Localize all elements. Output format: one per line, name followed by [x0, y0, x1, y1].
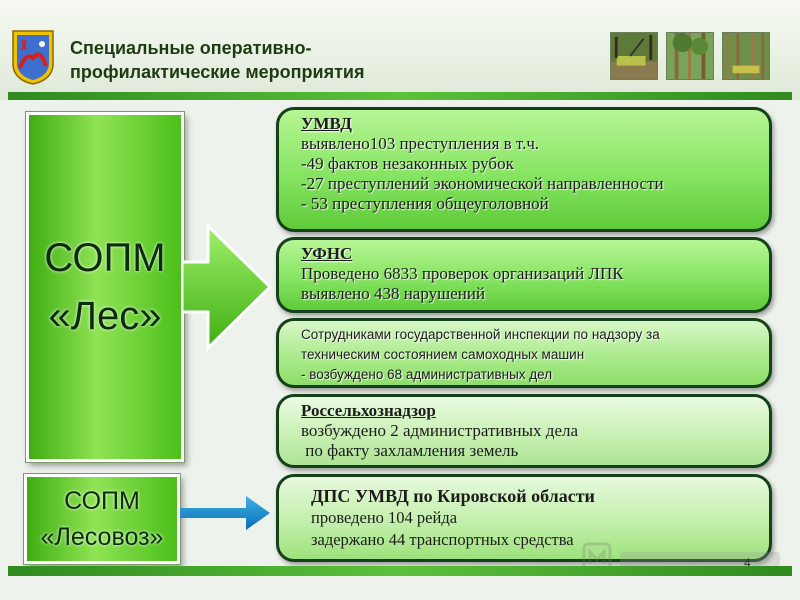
- dps-line-1: проведено 104 рейда: [311, 508, 458, 527]
- header: Специальные оперативно- профилактические…: [0, 0, 800, 100]
- rosselkhoznadzor-box: Россельхознадзор возбуждено 2 администра…: [276, 394, 772, 468]
- ufns-line-2: выявлено 438 нарушений: [301, 284, 486, 303]
- arrow-right-icon: [182, 222, 273, 352]
- umvd-line-4: - 53 преступления общеуголовной: [301, 194, 549, 213]
- dps-line-2: задержано 44 транспортных средства: [311, 530, 574, 549]
- sopm-les-box: СОПМ «Лес»: [26, 112, 184, 462]
- umvd-line-3: -27 преступлений экономической направлен…: [301, 174, 664, 193]
- watermark-icon: [582, 542, 780, 572]
- gtn-box: Сотрудниками государственной инспекции п…: [276, 318, 772, 388]
- sopm-lesovoz-box: СОПМ «Лесовоз»: [24, 474, 180, 564]
- title-line-1: Специальные оперативно-: [70, 38, 312, 58]
- footer-divider: [8, 566, 792, 576]
- forest-photo: [666, 32, 714, 80]
- ufns-line-1: Проведено 6833 проверок организаций ЛПК: [301, 264, 624, 283]
- sopm-lesovoz-line-1: СОПМ: [64, 487, 140, 515]
- forest-machine-photo: [610, 32, 658, 80]
- umvd-line-2: -49 фактов незаконных рубок: [301, 154, 514, 173]
- sopm-lesovoz-line-2: «Лесовоз»: [40, 523, 164, 551]
- coat-of-arms-icon: [12, 30, 54, 85]
- header-divider: [8, 92, 792, 100]
- sopm-les-line-1: СОПМ: [44, 236, 166, 280]
- arrow-right-small-icon: [180, 496, 270, 530]
- umvd-line-1: выявлено103 преступления в т.ч.: [301, 134, 540, 153]
- page-number: 4: [744, 556, 751, 570]
- ufns-box: УФНС Проведено 6833 проверок организаций…: [276, 237, 772, 313]
- umvd-heading: УМВД: [301, 114, 352, 133]
- dps-box: ДПС УМВД по Кировской области проведено …: [276, 474, 772, 562]
- gtn-line-2: техническим состоянием самоходных машин: [301, 347, 585, 362]
- gtn-line-3: - возбуждено 68 административных дел: [301, 367, 553, 382]
- logging-photo: [722, 32, 770, 80]
- title-line-2: профилактические мероприятия: [70, 62, 365, 82]
- ufns-heading: УФНС: [301, 244, 353, 263]
- dps-heading: ДПС УМВД по Кировской области: [311, 486, 595, 506]
- page-title: Специальные оперативно- профилактические…: [70, 36, 530, 84]
- rsn-heading: Россельхознадзор: [301, 401, 436, 420]
- footer-strip: [0, 576, 800, 600]
- umvd-box: УМВД выявлено103 преступления в т.ч. -49…: [276, 107, 772, 232]
- sopm-les-line-2: «Лес»: [48, 294, 162, 338]
- rsn-line-2: по факту захламления земель: [301, 441, 519, 460]
- rsn-line-1: возбуждено 2 административных дела: [301, 421, 579, 440]
- gtn-line-1: Сотрудниками государственной инспекции п…: [301, 327, 660, 342]
